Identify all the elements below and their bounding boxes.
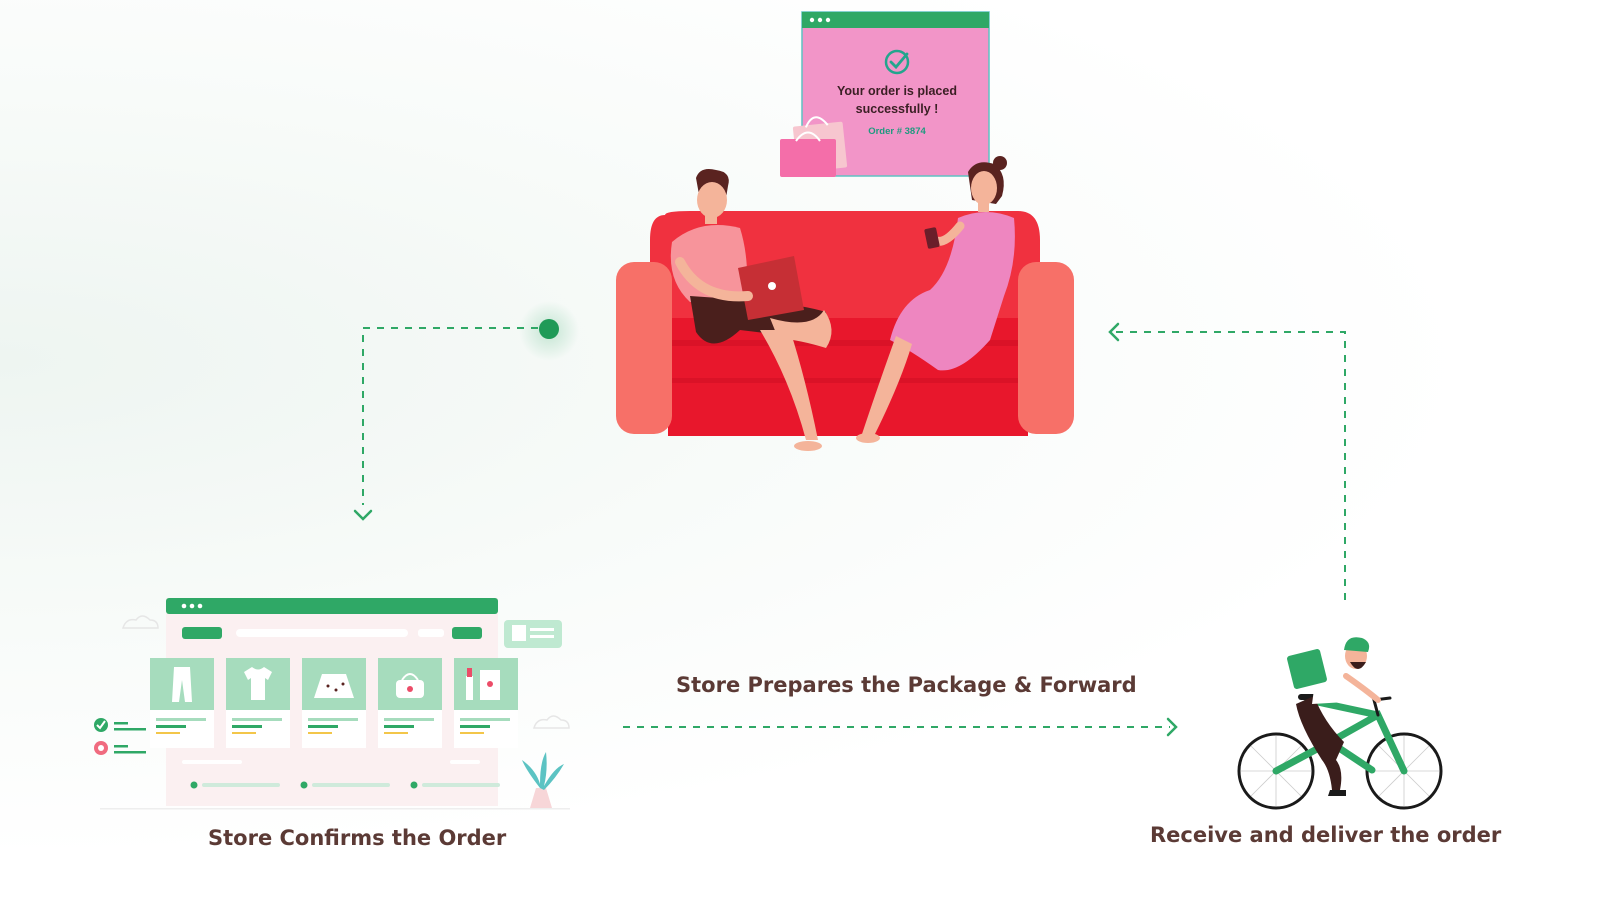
lipstick-icon <box>466 668 500 700</box>
step-store-confirms-caption: Store Confirms the Order <box>208 826 507 850</box>
shopping-bag-icon <box>780 116 848 177</box>
check-circle-icon <box>884 49 910 75</box>
product-card <box>226 658 290 748</box>
flow-connector-right <box>1116 331 1346 600</box>
step-deliver-order-caption: Receive and deliver the order <box>1150 823 1502 847</box>
woman-figure <box>856 156 1015 443</box>
handbag-icon <box>396 673 424 698</box>
product-card <box>378 658 442 748</box>
man-figure <box>670 169 832 451</box>
arrow-right-icon <box>1166 717 1178 737</box>
store-footer-rows <box>100 760 570 810</box>
flow-connector-left <box>362 327 538 505</box>
step-store-prepares-caption: Store Prepares the Package & Forward <box>676 673 1137 697</box>
status-alert-icon <box>94 741 146 755</box>
product-card <box>454 658 518 748</box>
pants-icon <box>172 667 192 702</box>
product-card <box>302 658 366 748</box>
product-card <box>150 658 214 748</box>
delivery-rider-illustration <box>1237 637 1443 810</box>
plant-icon <box>522 752 564 808</box>
tshirt-icon <box>244 667 272 700</box>
arrow-left-icon <box>1108 322 1120 342</box>
skirt-icon <box>314 674 354 698</box>
store-website-mockup <box>121 598 570 806</box>
arrow-down-icon <box>353 509 373 521</box>
popup-order-number: Order # 3874 <box>868 126 926 137</box>
flow-start-dot <box>539 319 559 339</box>
status-check-icon <box>94 718 146 732</box>
popup-message-line2: successfully ! <box>856 102 939 116</box>
popup-message-line1: Your order is placed <box>837 84 957 98</box>
